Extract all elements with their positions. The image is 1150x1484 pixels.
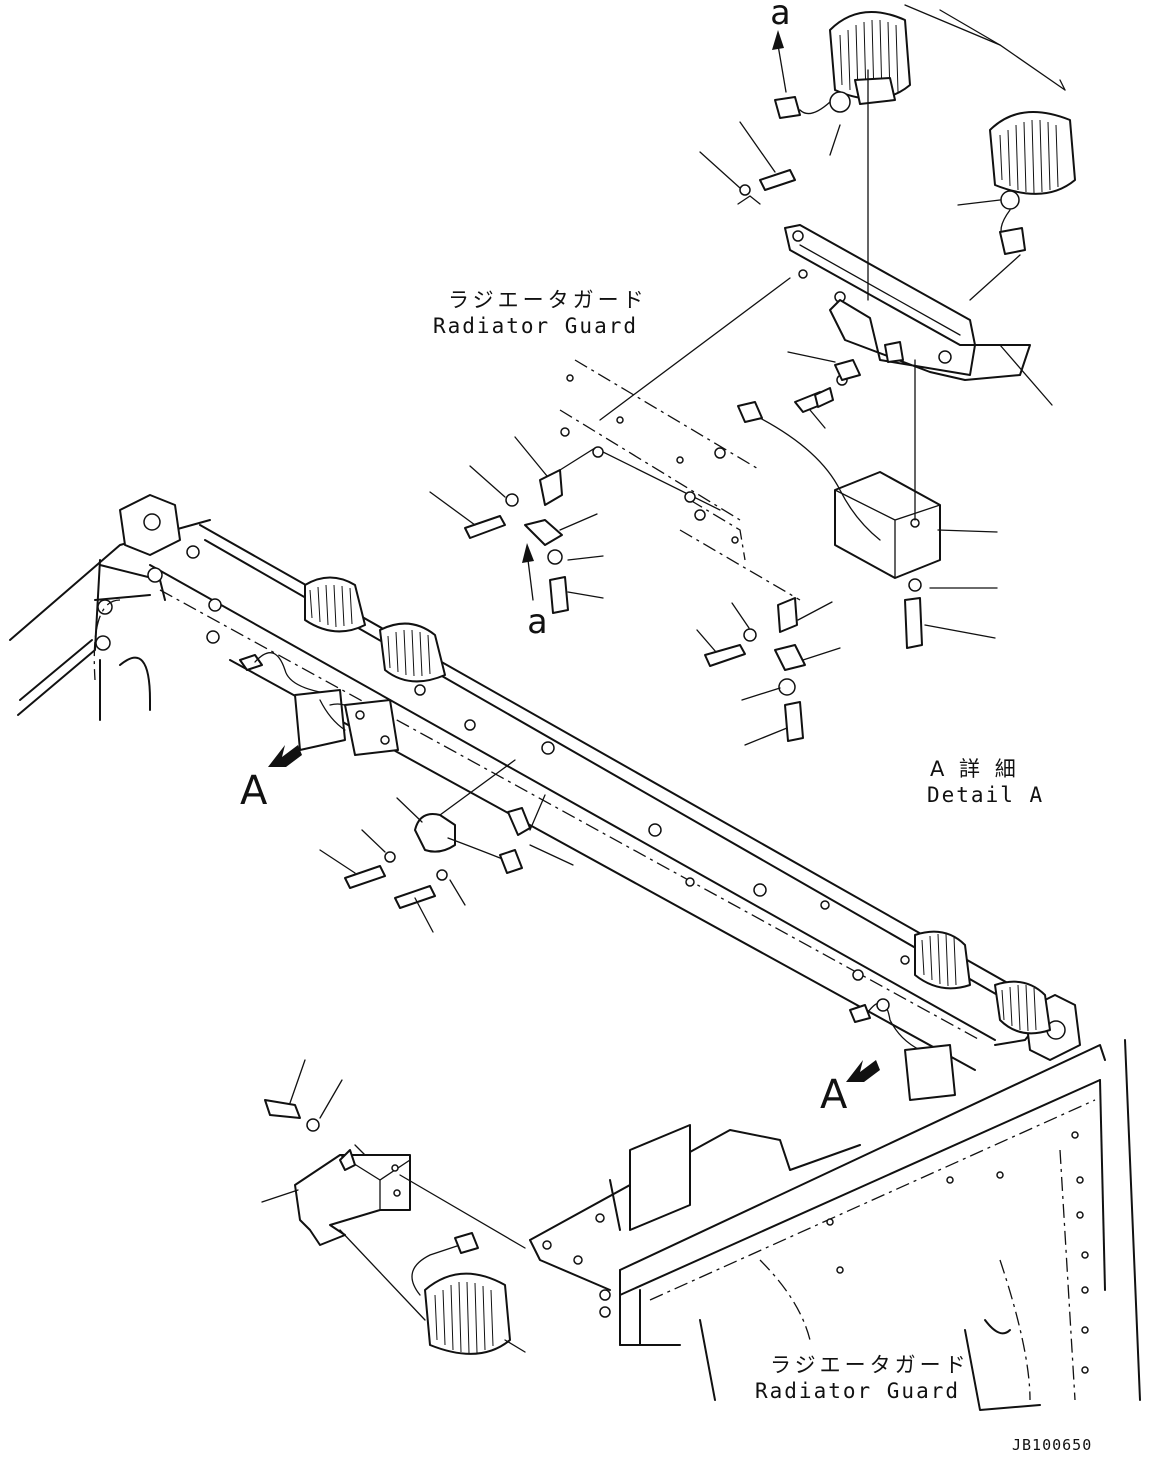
detail-a-assembly (737, 4, 1076, 649)
detail-a-brackets-mid (464, 277, 806, 742)
view-arrow-left-icon (268, 745, 302, 767)
callout-leaders (261, 79, 1066, 1353)
radiator-guard-bottom-label-jp: ラジエータガード (770, 1353, 970, 1377)
radiator-guard-top-label-jp: ラジエータガード (448, 288, 648, 312)
connector-ref-top: a (770, 0, 791, 33)
view-ref-left: A (240, 768, 268, 814)
view-ref-right: A (820, 1072, 848, 1118)
view-arrow-right-icon (846, 1060, 880, 1082)
work-lamp-left-pair (239, 576, 446, 756)
detail-a-label-en: Detail A (927, 783, 1045, 807)
connector-arrow-top-icon (772, 30, 787, 93)
radiator-guard-top-label-en: Radiator Guard (433, 314, 639, 338)
radiator-guard-bottom-label-en: Radiator Guard (755, 1379, 961, 1403)
work-lamp-right-pair (849, 930, 1051, 1101)
connector-arrow-mid-icon (522, 543, 534, 601)
lower-lamp-assembly (264, 1099, 526, 1355)
drawing-code: JB100650 (1012, 1436, 1093, 1454)
connector-ref-mid: a (527, 602, 548, 642)
radiator-guard-lower-frame (529, 1039, 1141, 1411)
horn-assembly (344, 759, 546, 909)
detail-a-label-jp: A 詳 細 (930, 757, 1020, 781)
